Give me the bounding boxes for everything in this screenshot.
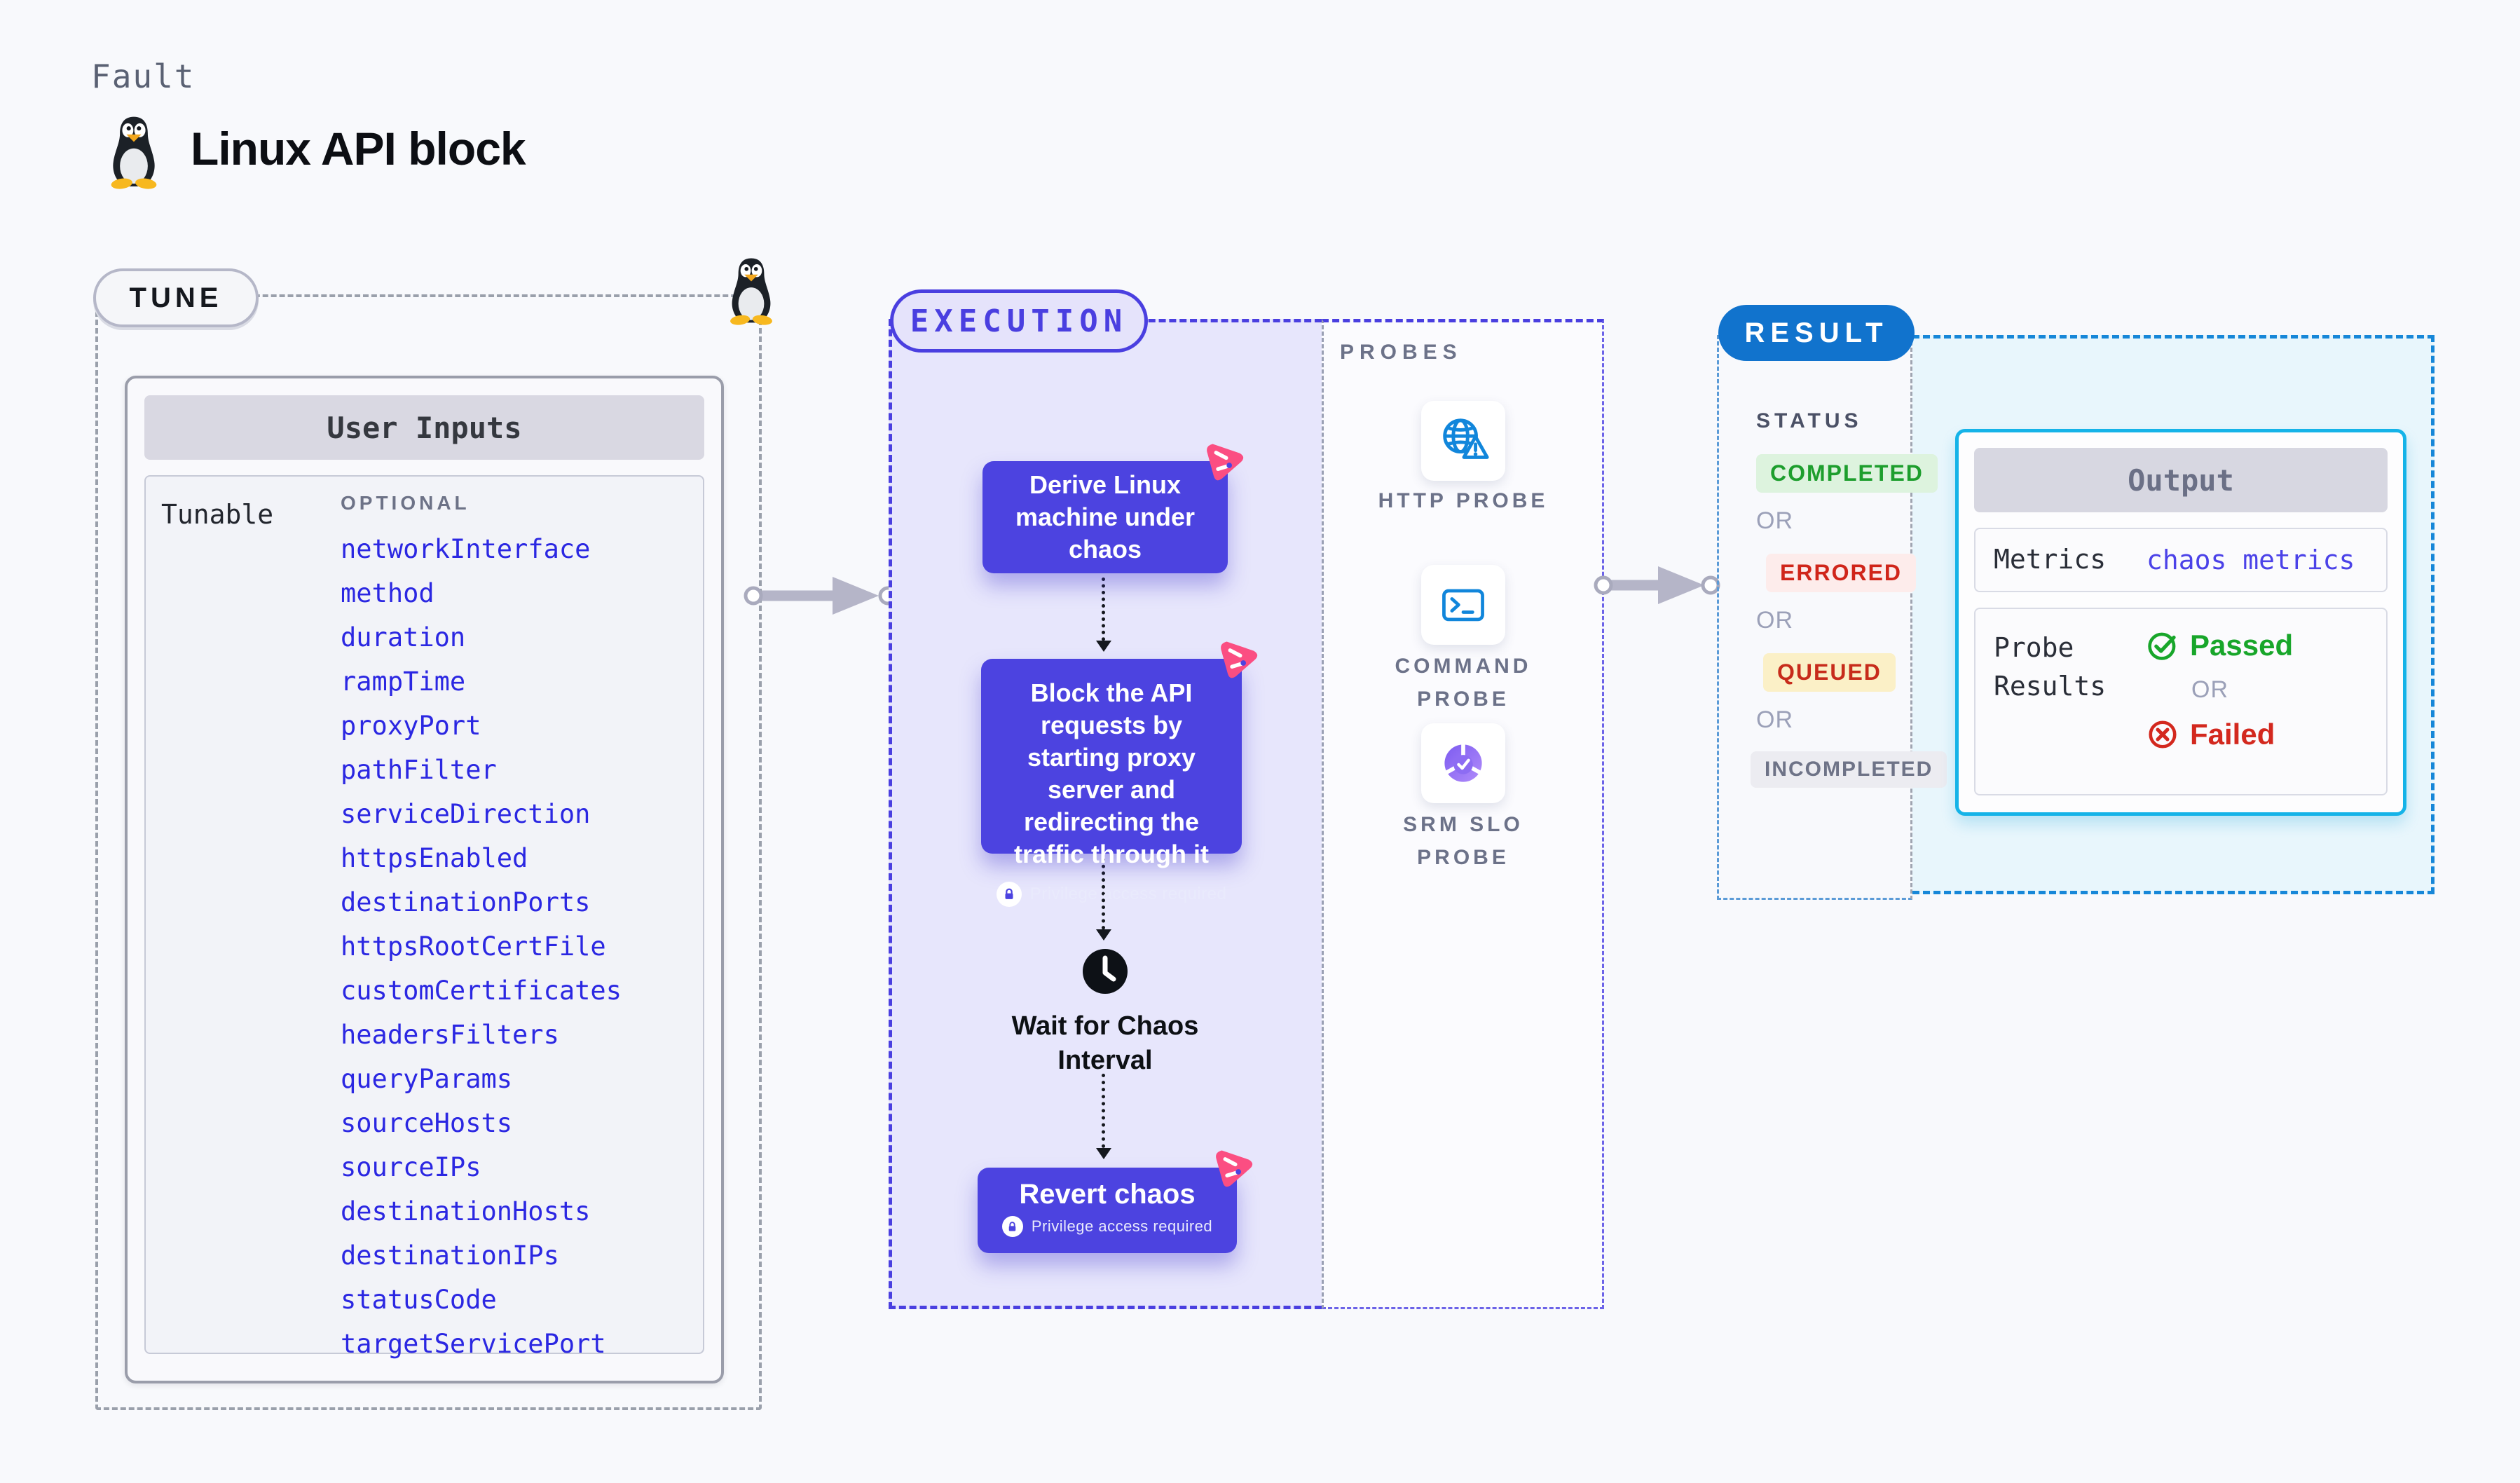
tune-pill: TUNE — [93, 268, 259, 327]
srm-slo-probe-label: SRM SLO PROBE — [1403, 813, 1523, 869]
step-derive-machine: Derive Linux machine under chaos — [982, 461, 1228, 573]
step-text: Block the API requests by starting proxy… — [1014, 678, 1209, 869]
globe-alert-icon — [1443, 418, 1489, 459]
user-inputs-card: User Inputs Tunable OPTIONAL networkInte… — [125, 376, 724, 1383]
status-badge-incompleted: INCOMPLETED — [1751, 751, 1947, 788]
tunable-row-label: Tunable — [161, 499, 274, 530]
step-block-api: Block the API requests by starting proxy… — [981, 659, 1242, 908]
param-link[interactable]: statusCode — [341, 1285, 497, 1315]
param-link[interactable]: headersFilters — [341, 1020, 559, 1050]
status-badge-completed: COMPLETED — [1756, 454, 1938, 493]
chaos-logo-icon — [1210, 1147, 1256, 1193]
param-link[interactable]: httpsRootCertFile — [341, 931, 606, 962]
privilege-label: Privilege access required — [1031, 1217, 1213, 1235]
tunable-params-list: networkInterface method duration rampTim… — [341, 534, 622, 1373]
step-text: Revert chaos — [1019, 1179, 1196, 1210]
param-link[interactable]: destinationIPs — [341, 1241, 559, 1271]
probe-results-row: Probe Results Passed OR Failed — [1974, 608, 2388, 795]
execution-to-result-arrow — [1594, 566, 1720, 604]
flow-arrow-down — [1096, 1074, 1111, 1159]
lock-icon — [1001, 1216, 1023, 1237]
or-label: OR — [1756, 507, 1793, 534]
step-revert-chaos: Revert chaos Privilege access required — [978, 1168, 1237, 1253]
result-pill: RESULT — [1718, 305, 1915, 361]
fault-kicker: Fault — [91, 57, 196, 95]
chaos-logo-icon — [1201, 440, 1247, 486]
slo-gauge-icon — [1444, 742, 1483, 782]
or-label: OR — [2191, 676, 2228, 703]
tune-section-box — [95, 294, 762, 1410]
failed-label: Failed — [2190, 718, 2275, 751]
probes-section-box — [1322, 319, 1604, 1309]
step-text: Derive Linux machine under chaos — [1015, 470, 1196, 564]
execution-pill: EXECUTION — [890, 289, 1148, 353]
param-link[interactable]: targetServicePort — [341, 1329, 606, 1359]
linux-tux-icon — [725, 257, 778, 325]
param-link[interactable]: queryParams — [341, 1064, 513, 1094]
http-probe-label: HTTP PROBE — [1378, 489, 1549, 512]
probes-label: PROBES — [1340, 341, 1463, 364]
status-label: STATUS — [1756, 409, 1863, 432]
privilege-badge: Privilege access required — [992, 1216, 1223, 1237]
param-link[interactable]: customCertificates — [341, 976, 622, 1006]
param-link[interactable]: httpsEnabled — [341, 843, 528, 873]
param-link[interactable]: networkInterface — [341, 534, 591, 564]
chaos-logo-icon — [1215, 638, 1261, 684]
tune-to-execution-arrow — [744, 577, 898, 615]
param-link[interactable]: serviceDirection — [341, 799, 591, 829]
probe-failed: Failed — [2146, 718, 2293, 751]
probe-passed: Passed — [2146, 629, 2293, 662]
param-link[interactable]: destinationPorts — [341, 887, 591, 917]
command-probe-card — [1421, 565, 1505, 645]
param-link[interactable]: pathFilter — [341, 755, 497, 785]
linux-tux-icon — [104, 115, 164, 189]
param-link[interactable]: duration — [341, 622, 466, 652]
lock-icon — [996, 882, 1022, 908]
output-panel: Output Metrics chaos metrics Probe Resul… — [1955, 429, 2406, 816]
status-badge-errored: ERRORED — [1766, 554, 1917, 592]
check-circle-icon — [2148, 632, 2176, 660]
flow-arrow-down — [1096, 858, 1111, 941]
param-link[interactable]: method — [341, 578, 434, 608]
status-badge-queued: QUEUED — [1763, 653, 1896, 692]
passed-label: Passed — [2190, 629, 2294, 662]
metrics-row: Metrics chaos metrics — [1974, 528, 2388, 592]
param-link[interactable]: proxyPort — [341, 711, 481, 741]
terminal-icon — [1442, 589, 1484, 622]
user-inputs-header: User Inputs — [144, 395, 704, 460]
privilege-label: Privilege access required — [1029, 884, 1227, 904]
param-link[interactable]: destinationHosts — [341, 1196, 591, 1226]
wait-clock-icon — [1083, 949, 1128, 994]
srm-slo-probe-card — [1421, 723, 1505, 803]
http-probe-card — [1421, 401, 1505, 481]
x-circle-icon — [2149, 720, 2177, 749]
param-link[interactable]: rampTime — [341, 667, 466, 697]
metrics-value: chaos metrics — [2146, 545, 2355, 575]
param-link[interactable]: sourceIPs — [341, 1152, 481, 1182]
page-title: Linux API block — [191, 123, 526, 175]
param-link[interactable]: sourceHosts — [341, 1108, 513, 1138]
flow-arrow-down — [1096, 578, 1111, 652]
privilege-badge: Privilege access required — [995, 882, 1228, 908]
wait-chaos-interval-label: Wait for Chaos Interval — [1011, 1011, 1199, 1076]
command-probe-label: COMMAND PROBE — [1395, 655, 1532, 711]
or-label: OR — [1756, 706, 1793, 733]
user-inputs-table: Tunable OPTIONAL networkInterface method… — [144, 475, 704, 1359]
metrics-label: Metrics — [1994, 544, 2107, 575]
or-label: OR — [1756, 607, 1793, 634]
output-header: Output — [1974, 448, 2388, 512]
optional-label: OPTIONAL — [341, 492, 470, 514]
probe-results-label: Probe Results — [1994, 632, 2107, 702]
